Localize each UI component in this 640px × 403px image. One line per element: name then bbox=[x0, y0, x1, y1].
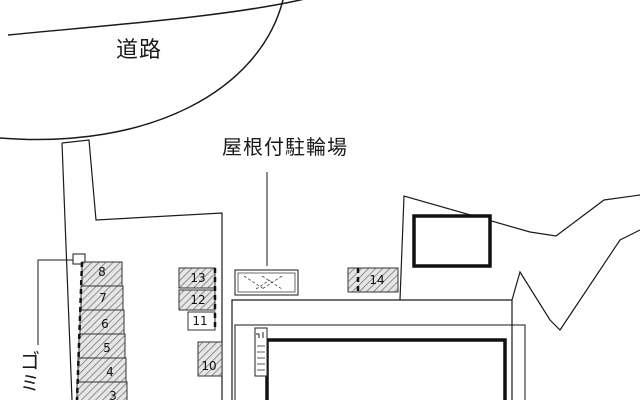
road-label: 道路 bbox=[116, 38, 163, 63]
site-boundary-right bbox=[231, 194, 640, 400]
parking-number-3: 3 bbox=[109, 389, 117, 403]
parking-number-4: 4 bbox=[106, 365, 114, 379]
road-edge-upper bbox=[7, 0, 304, 36]
parking-space-14 bbox=[347, 267, 399, 293]
parking-number-12: 12 bbox=[190, 293, 206, 307]
parking-number-11: 11 bbox=[192, 314, 208, 328]
parking-number-6: 6 bbox=[101, 317, 109, 331]
garbage-leader-line bbox=[37, 259, 73, 345]
garbage-station-box bbox=[72, 253, 86, 265]
road-edge-lower bbox=[0, 0, 284, 141]
parking-number-10: 10 bbox=[201, 359, 217, 373]
bicycle-parking-label: 屋根付駐輪場 bbox=[222, 135, 348, 159]
left-parking-column bbox=[75, 261, 128, 400]
building-outer-wall bbox=[234, 324, 526, 400]
center-parking-column bbox=[178, 267, 223, 377]
parking-number-8: 8 bbox=[98, 265, 106, 279]
parking-number-5: 5 bbox=[103, 341, 111, 355]
building bbox=[265, 338, 507, 400]
parking-number-7: 7 bbox=[99, 291, 107, 305]
garbage-label: ゴミ bbox=[20, 349, 40, 395]
outbuilding bbox=[412, 214, 492, 268]
parking-number-13: 13 bbox=[190, 271, 206, 285]
site-boundary-left bbox=[61, 139, 223, 400]
parking-number-14: 14 bbox=[369, 273, 385, 287]
